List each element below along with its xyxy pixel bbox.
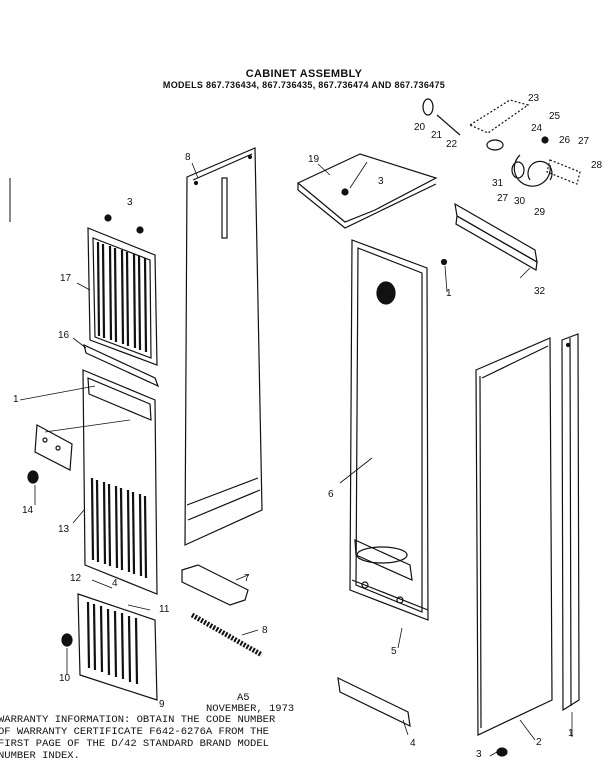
page-code: A5 <box>237 692 250 704</box>
front-panel-part-13 <box>82 369 158 595</box>
warranty-line-2: OF WARRANTY CERTIFICATE F642-6276A FROM … <box>0 726 269 738</box>
callout-19: 19 <box>308 154 320 165</box>
page-title: CABINET ASSEMBLY <box>245 68 363 80</box>
side-channel-part-1 <box>561 333 580 712</box>
callout-31: 31 <box>492 178 504 189</box>
callout-32: 32 <box>534 286 546 297</box>
bracket-part-16 <box>83 343 160 388</box>
callout-25: 25 <box>549 111 561 122</box>
control-plate <box>19 385 131 471</box>
callout-8: 8 <box>262 625 268 636</box>
callout-27: 27 <box>578 136 590 147</box>
leader-lines <box>34 161 573 757</box>
callout-10: 10 <box>59 673 71 684</box>
callout-12: 12 <box>70 573 82 584</box>
callout-21: 21 <box>431 130 443 141</box>
callout-27: 27 <box>497 193 509 204</box>
callout-23: 23 <box>528 93 540 104</box>
warranty-line-4: NUMBER INDEX. <box>0 750 80 762</box>
angle-bracket-part-7 <box>181 564 249 606</box>
bracket-part-32 <box>454 202 538 271</box>
date-label: NOVEMBER, 1973 <box>206 703 295 715</box>
callout-13: 13 <box>58 524 70 535</box>
top-panel-part-19 <box>296 153 438 229</box>
bottom-bracket-part-4 <box>337 676 411 728</box>
models-subtitle: MODELS 867.736434, 867.736435, 867.73647… <box>162 80 446 90</box>
main-panel-part-6 <box>349 239 448 621</box>
callout-20: 20 <box>414 122 426 133</box>
knob-part-10 <box>61 633 73 647</box>
knob-part-14 <box>27 470 39 484</box>
warranty-line-1: WARRANTY INFORMATION: OBTAIN THE CODE NU… <box>0 714 276 726</box>
screw-part-3 <box>496 747 508 757</box>
callout-28: 28 <box>591 160 603 171</box>
callout-24: 24 <box>531 123 543 134</box>
callout-16: 16 <box>58 330 70 341</box>
callout-11: 11 <box>159 604 170 615</box>
callout-3: 3 <box>476 749 482 760</box>
side-panel-part-2 <box>475 337 553 736</box>
callout-8: 8 <box>185 152 191 163</box>
callout-7: 7 <box>244 573 250 584</box>
callout-6: 6 <box>328 489 334 500</box>
burner-assembly <box>422 98 581 187</box>
rear-panel-part-8 <box>184 147 263 546</box>
callout-4: 4 <box>410 738 416 749</box>
callout-1: 1 <box>568 728 574 739</box>
spring-strip-part-8 <box>190 612 264 658</box>
callout-26: 26 <box>559 135 571 146</box>
callout-4: 4 <box>112 578 118 589</box>
callout-30: 30 <box>514 196 526 207</box>
callout-5: 5 <box>391 646 397 657</box>
callout-22: 22 <box>446 139 458 150</box>
callout-29: 29 <box>534 207 546 218</box>
callout-9: 9 <box>159 699 165 710</box>
callout-14: 14 <box>22 505 34 516</box>
callout-17: 17 <box>60 273 72 284</box>
callout-3: 3 <box>127 197 133 208</box>
callout-3: 3 <box>378 176 384 187</box>
callout-2: 2 <box>536 737 542 748</box>
bottom-grille-part-9 <box>77 593 158 701</box>
warranty-line-3: FIRST PAGE OF THE D/42 STANDARD BRAND MO… <box>0 738 269 750</box>
callout-1: 1 <box>13 394 19 405</box>
callout-1: 1 <box>446 288 452 299</box>
upper-grille-part-17 <box>87 214 158 366</box>
